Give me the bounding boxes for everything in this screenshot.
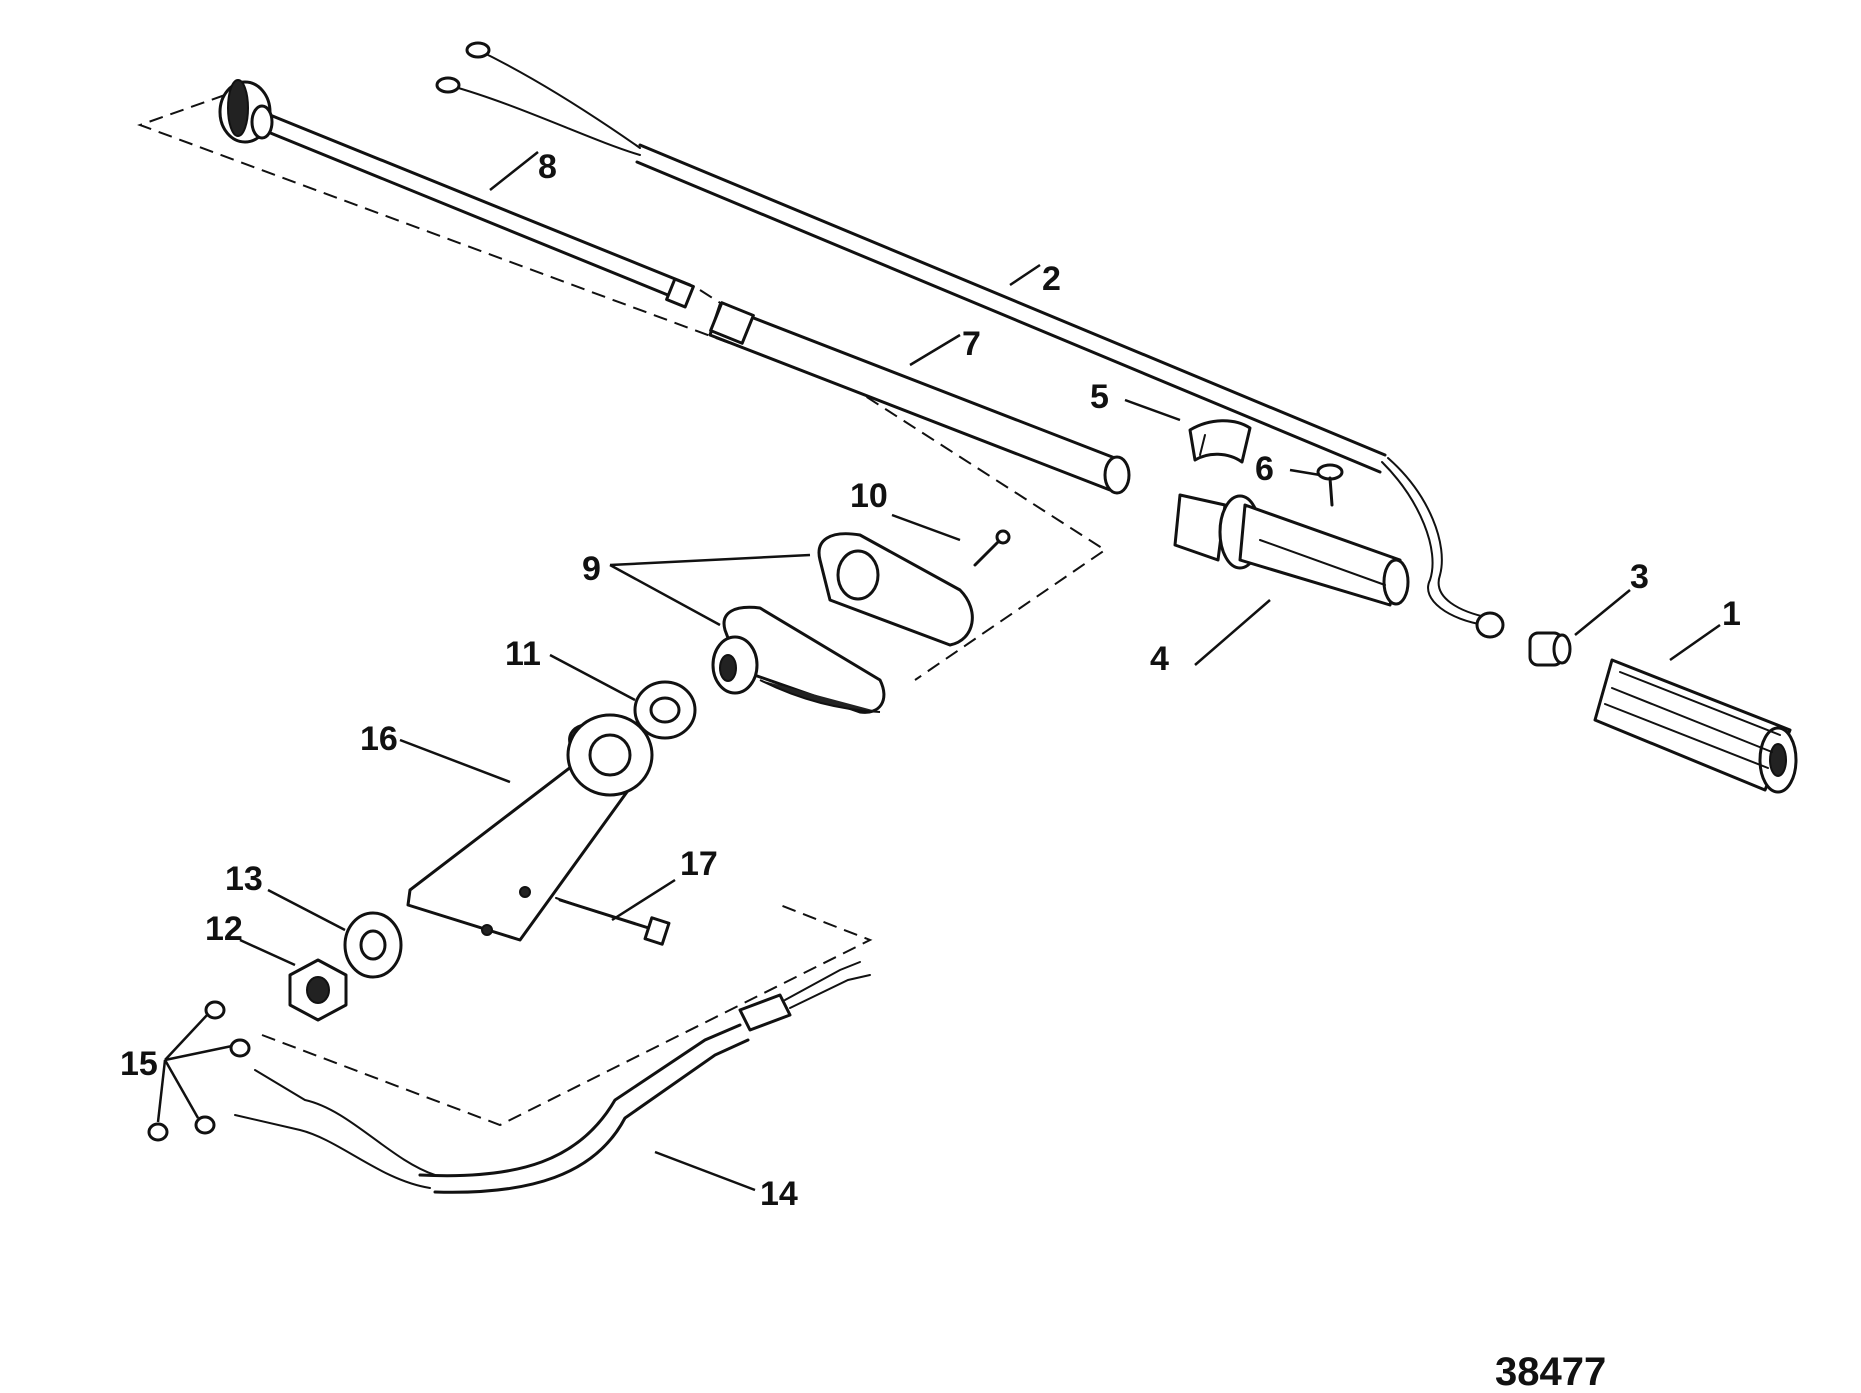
part-17-bolt (555, 897, 671, 946)
part-7-tube (708, 301, 1131, 495)
part-5-clip (1188, 419, 1252, 464)
callout-15: 15 (120, 1045, 158, 1083)
callout-3: 3 (1630, 558, 1649, 596)
leader-lines (156, 151, 1721, 1192)
part-13-washer (343, 911, 403, 979)
part-6-screw (1316, 463, 1344, 507)
part-16-bracket (406, 713, 654, 942)
part-15-terminals (147, 1000, 251, 1142)
callout-11: 11 (505, 635, 541, 673)
callout-16: 16 (360, 720, 398, 758)
callout-10: 10 (850, 477, 888, 515)
part-2-cable (435, 41, 1505, 639)
part-8-shaft (218, 79, 695, 309)
callout-1: 1 (1722, 595, 1741, 633)
callout-9: 9 (582, 550, 601, 588)
callout-14: 14 (760, 1175, 798, 1213)
part-14-cable (234, 961, 871, 1194)
callout-5: 5 (1090, 378, 1109, 416)
part-1-grip (1593, 658, 1798, 794)
figure-number: 38477 (1495, 1350, 1606, 1393)
callout-labels: 1 2 3 4 5 6 7 8 9 10 11 12 13 14 15 16 1… (120, 148, 1741, 1393)
callout-17: 17 (680, 845, 718, 883)
part-4-sleeve (1173, 493, 1410, 607)
part-12-nut (288, 958, 348, 1022)
callout-6: 6 (1255, 450, 1274, 488)
callout-2: 2 (1042, 260, 1061, 298)
callout-7: 7 (962, 325, 981, 363)
callout-12: 12 (205, 910, 243, 948)
part-11-washer (633, 680, 697, 740)
callout-8: 8 (538, 148, 557, 186)
callout-13: 13 (225, 860, 263, 898)
callout-4: 4 (1150, 640, 1169, 678)
part-9-housing (711, 532, 974, 714)
part-3-bushing (1528, 631, 1572, 667)
part-10-screw (973, 529, 1011, 567)
